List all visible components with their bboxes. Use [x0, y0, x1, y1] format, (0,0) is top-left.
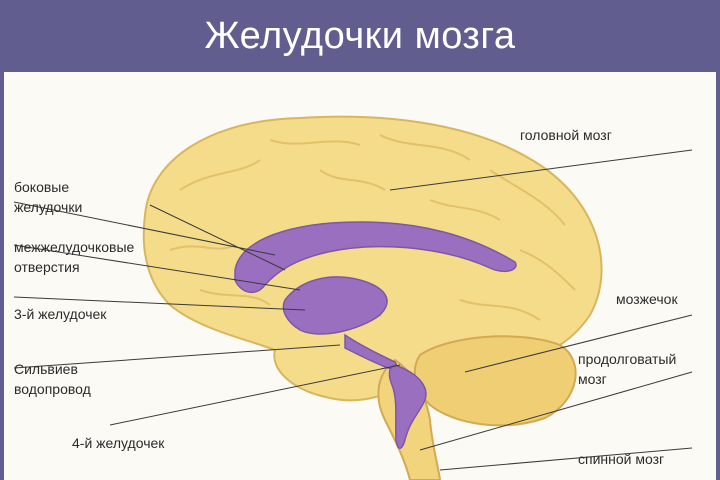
label-fourth-ventricle: 4-й желудочек — [72, 435, 165, 451]
fourth-ventricle-shape — [388, 364, 427, 449]
label-foramina-1: межжелудочковые — [14, 239, 135, 255]
label-aqueduct-2: водопровод — [14, 381, 91, 397]
cerebellum-shape — [413, 335, 577, 427]
label-aqueduct-1: Сильвиев — [14, 361, 78, 377]
label-third-ventricle: 3-й желудочек — [14, 306, 107, 322]
label-spinal-cord: спинной мозг — [578, 451, 665, 467]
label-lateral-ventricles-2: желудочки — [14, 199, 83, 215]
label-brain: головной мозг — [520, 127, 612, 143]
third-ventricle-shape — [282, 276, 388, 335]
lateral-ventricle-shape — [234, 221, 517, 294]
label-medulla-1: продолговатый — [578, 351, 677, 367]
gyri-lines — [169, 134, 576, 321]
label-lateral-ventricles-1: боковые — [14, 179, 70, 195]
ventricles — [234, 221, 517, 449]
page-title: Желудочки мозга — [204, 14, 516, 57]
label-medulla-2: мозг — [578, 371, 607, 387]
leader-lines — [13, 149, 693, 471]
label-foramina-2: отверстия — [14, 259, 80, 275]
label-cerebellum: мозжечок — [616, 291, 678, 307]
